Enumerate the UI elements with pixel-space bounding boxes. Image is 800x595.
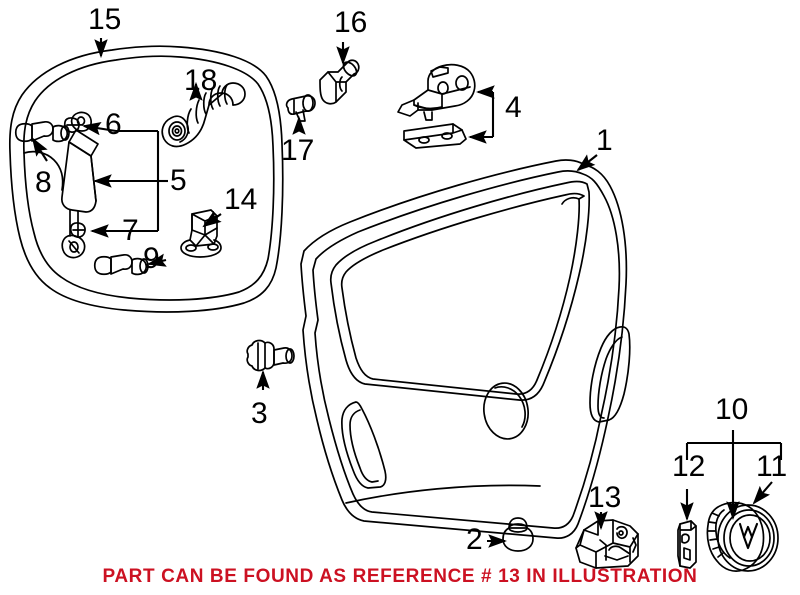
liftgate-lock-latch-shape — [575, 519, 639, 569]
callout-17: 17 — [281, 134, 315, 167]
callout-12: 12 — [672, 450, 706, 483]
callout-4: 4 — [505, 91, 522, 124]
leader-14 — [202, 210, 222, 228]
callout-2: 2 — [466, 523, 483, 556]
gas-strut-shape — [61, 111, 99, 259]
bracket-5 — [116, 129, 168, 233]
bracket-4 — [486, 91, 495, 137]
callout-16: 16 — [334, 6, 368, 39]
callout-14: 14 — [224, 183, 258, 216]
retaining-clip-shape — [285, 94, 316, 122]
callout-15: 15 — [88, 3, 122, 36]
emblem-clip-shape — [677, 520, 697, 569]
ball-stud-lower-shape — [93, 253, 149, 276]
callout-7: 7 — [122, 214, 139, 247]
leader-11 — [752, 481, 773, 505]
callout-11: 11 — [756, 450, 788, 483]
strut-clip-lower-shape — [69, 222, 86, 238]
callout-13: 13 — [588, 481, 622, 514]
callout-5: 5 — [170, 164, 187, 197]
liftgate-panel-shape — [300, 159, 631, 539]
bracket-10 — [685, 430, 783, 460]
callout-3: 3 — [251, 397, 268, 430]
callout-8: 8 — [35, 166, 52, 199]
callout-18: 18 — [184, 64, 218, 97]
hinge-assembly-shape — [397, 63, 476, 149]
grommet-plug-shape — [319, 59, 360, 105]
ball-stud-upper-shape — [14, 120, 70, 143]
callout-6: 6 — [105, 108, 122, 141]
callout-1: 1 — [596, 124, 613, 157]
leader-6 — [81, 121, 117, 136]
latch-striker-shape — [180, 209, 222, 258]
reference-note: PART CAN BE FOUND AS REFERENCE # 13 IN I… — [102, 566, 698, 587]
strut-clip-upper-shape — [63, 117, 80, 133]
callout-9: 9 — [143, 242, 160, 275]
callout-10: 10 — [715, 393, 749, 426]
ball-stud-bumper-shape — [246, 339, 295, 372]
leader-8 — [31, 137, 48, 162]
leader-9 — [146, 253, 167, 267]
leader-1 — [576, 154, 598, 172]
vw-emblem-badge-shape — [706, 501, 779, 572]
wiring-conduit-shape — [161, 82, 246, 148]
